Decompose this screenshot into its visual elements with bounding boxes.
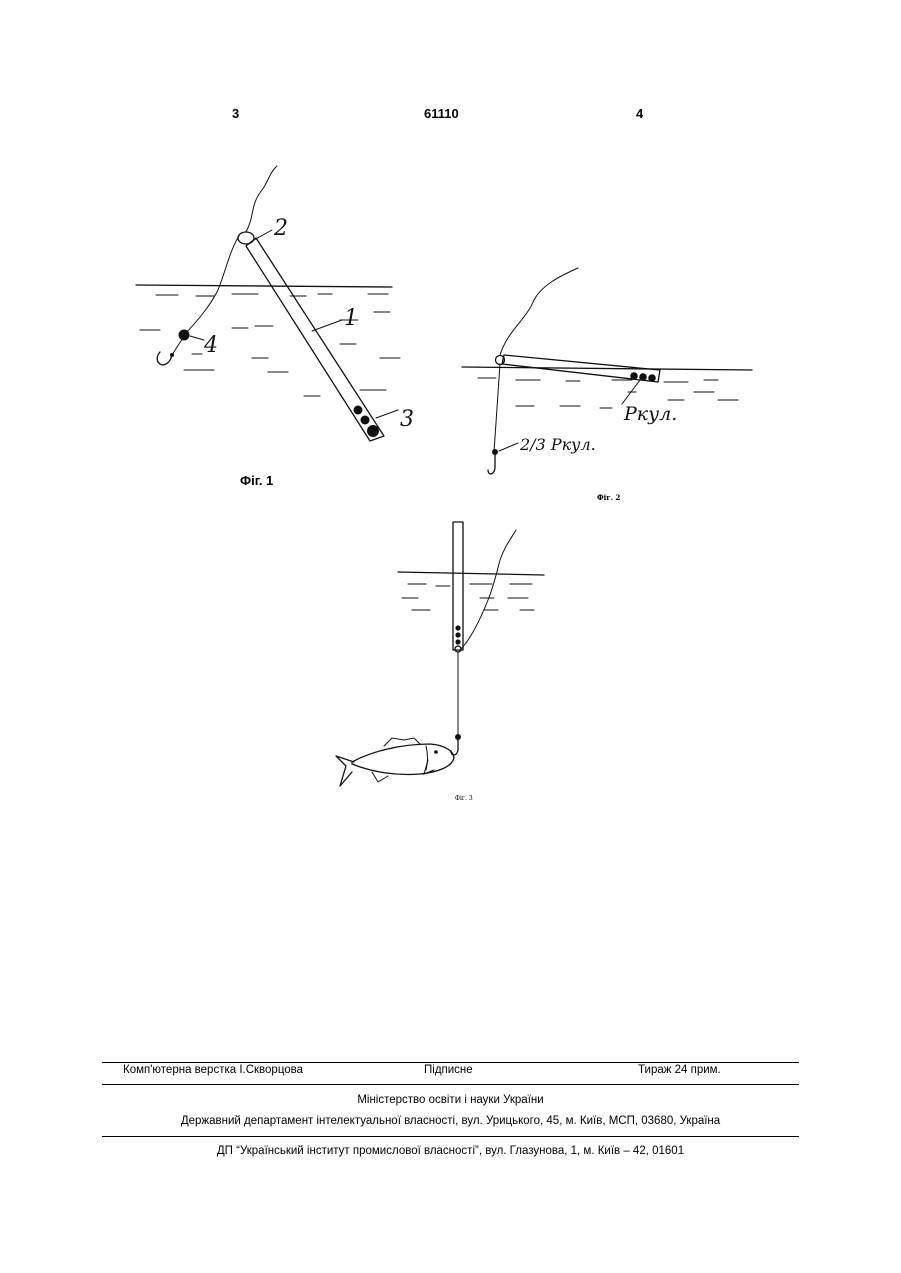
fig1-label-1: 1 <box>344 306 358 331</box>
fig2-fishing-line <box>500 268 578 355</box>
fig1-hook <box>157 352 172 365</box>
fig3-sinker <box>455 734 461 740</box>
fig1-eyelet <box>238 232 254 244</box>
figure-3 <box>336 522 544 786</box>
fig1-caption: Фіг. 1 <box>240 473 273 488</box>
figures-drawing: 2 1 3 4 Pкул. 2/3 Pкул. <box>0 0 901 820</box>
fig3-weight <box>455 639 460 644</box>
fig2-sinker <box>492 449 498 455</box>
fish-eye <box>434 750 438 754</box>
fig2-weight <box>648 374 656 382</box>
fig3-weight <box>455 632 460 637</box>
fig1-label-3-line <box>376 410 398 418</box>
fig3-eyelet <box>455 646 461 652</box>
fish-body <box>352 744 454 775</box>
fig1-waves <box>140 294 400 396</box>
fig1-weight <box>354 406 363 415</box>
fig1-label-2: 2 <box>273 216 288 241</box>
footer-rule-bottom <box>102 1136 799 1137</box>
footer-rule-top <box>102 1062 799 1063</box>
fig1-rod <box>246 238 384 441</box>
fig2-sinker-label-line <box>499 443 518 451</box>
fig3-weight <box>455 625 460 630</box>
fig3-rod <box>453 522 463 650</box>
fig1-label-4-line <box>190 336 204 340</box>
footer-signed: Підписне <box>424 1064 473 1076</box>
fish-tail <box>336 756 354 786</box>
fig2-label-weight: Pкул. <box>623 403 677 425</box>
fig1-fishing-line <box>246 166 277 232</box>
figure-1: 2 1 3 4 <box>136 166 414 441</box>
fig1-label-1-line <box>312 320 342 331</box>
fig2-caption: Фіг. 2 <box>597 493 620 502</box>
fig2-weight <box>630 372 638 380</box>
fig2-hook <box>488 455 495 474</box>
fig2-leader-line <box>494 364 500 452</box>
fig3-caption: Фіг. 3 <box>455 795 473 802</box>
fig2-weight-label-line <box>622 380 640 404</box>
figure-2: Pкул. 2/3 Pкул. <box>462 268 752 474</box>
fig3-fishing-line <box>460 530 516 650</box>
fig3-fish <box>336 738 454 786</box>
fig1-weight <box>361 416 370 425</box>
footer-ministry: Міністерство освіти і науки України <box>0 1094 901 1106</box>
fig1-label-4: 4 <box>203 333 218 358</box>
footer-layout: Комп'ютерна верстка І.Скворцова <box>123 1064 303 1076</box>
fig2-water-surface <box>462 367 752 370</box>
fig1-water-surface <box>136 285 392 287</box>
fig2-waves <box>478 378 738 408</box>
footer-institute: ДП “Український інститут промислової вла… <box>0 1145 901 1157</box>
fig1-label-2-line <box>254 230 272 240</box>
footer-circulation: Тираж 24 прим. <box>638 1064 721 1076</box>
fig1-sinker <box>179 330 190 341</box>
fig1-weight <box>367 425 379 437</box>
fig1-label-3: 3 <box>400 407 414 432</box>
footer-rule-middle <box>102 1084 799 1085</box>
fig3-waves <box>402 584 534 610</box>
fig2-label-sinker: 2/3 Pкул. <box>519 435 596 454</box>
fig3-water-surface <box>398 572 544 575</box>
footer-department: Державний департамент інтелектуальної вл… <box>0 1115 901 1127</box>
